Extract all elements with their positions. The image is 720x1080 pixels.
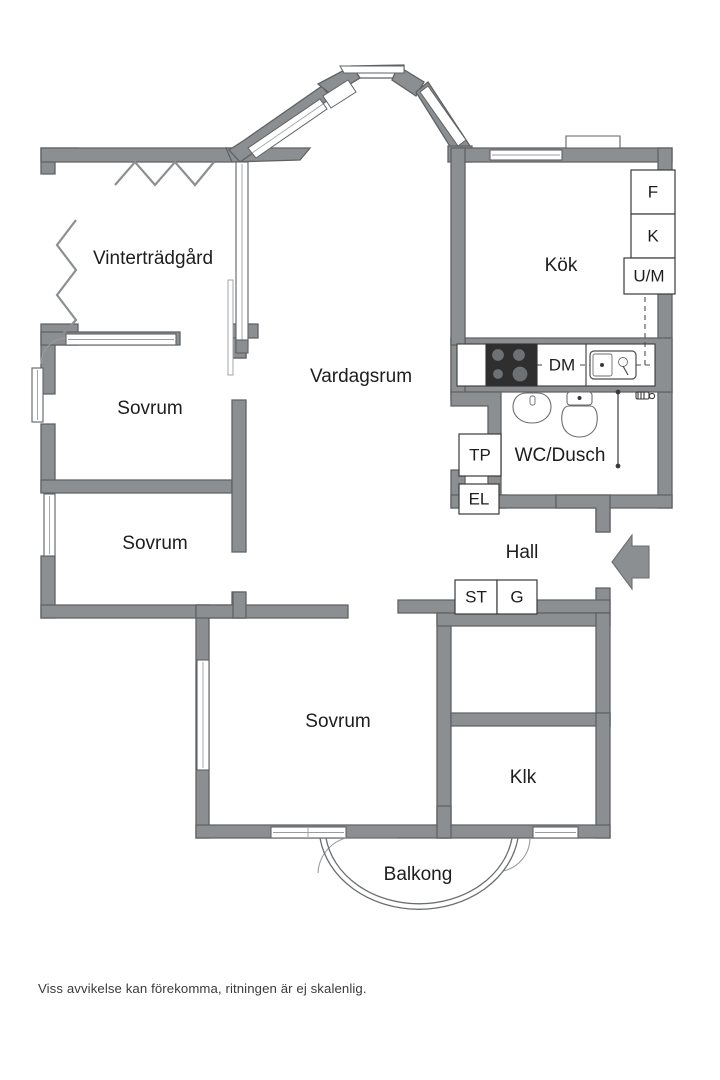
toilet-bowl	[561, 405, 598, 438]
room-label-sovrum-1: Sovrum	[117, 398, 182, 419]
room-label-vintertradgard: Vinterträdgård	[93, 248, 213, 269]
room-label-klk: Klk	[510, 767, 537, 788]
cabinet-label-dishwasher: DM	[549, 355, 575, 374]
bathroom-fixtures-group	[512, 389, 656, 469]
winter-garden-glazing	[55, 160, 215, 341]
cabinet-box-storage	[454, 579, 498, 615]
cabinet-label-washer: TP	[469, 445, 491, 464]
balcony-outline	[319, 837, 519, 910]
zigzag-glass-top	[114, 160, 215, 187]
cabinet-label-wardrobe: G	[510, 587, 523, 606]
room-label-sovrum-2: Sovrum	[122, 533, 187, 554]
room-label-wc-dusch: WC/Dusch	[515, 445, 606, 466]
zigzag-glass-left	[55, 219, 78, 341]
room-labels-group: Vinterträdgård Vardagsrum Kök Sovrum Sov…	[93, 248, 605, 885]
room-label-hall: Hall	[506, 542, 539, 563]
cabinet-box-oven-micro	[623, 257, 676, 295]
cabinet-box-wardrobe	[496, 579, 538, 615]
cabinet-box-electrical	[458, 483, 500, 515]
cabinet-label-storage: ST	[465, 587, 487, 606]
windows-group	[31, 65, 621, 839]
room-label-sovrum-3: Sovrum	[305, 711, 370, 732]
wall-fitting-icon	[635, 391, 656, 400]
cabinet-label-freezer: K	[647, 226, 659, 245]
door-swing-balcony-right	[502, 837, 531, 872]
disclaimer-note: Viss avvikelse kan förekomma, ritningen …	[38, 981, 367, 996]
doors-group	[40, 337, 531, 874]
cabinet-boxes-group: F K U/M DM	[454, 169, 676, 615]
cabinet-box-washer	[458, 433, 502, 477]
balcony-arc-outer	[319, 837, 519, 910]
cabinet-box-fridge	[630, 169, 676, 215]
cabinet-box-freezer	[630, 213, 676, 259]
cabinet-label-electrical: EL	[469, 489, 490, 508]
cabinet-label-fridge: F	[648, 182, 658, 201]
door-swing-sovrum-1	[40, 337, 68, 365]
bathroom-washbasin	[512, 392, 552, 424]
balcony-arc-inner	[325, 837, 513, 905]
entrance-arrow	[611, 533, 650, 591]
room-label-balkong: Balkong	[384, 864, 453, 885]
cabinet-label-oven-micro: U/M	[633, 266, 664, 285]
room-label-vardagsrum: Vardagsrum	[310, 366, 412, 387]
room-label-kok: Kök	[545, 255, 578, 276]
door-swing-balcony-left	[317, 837, 347, 874]
